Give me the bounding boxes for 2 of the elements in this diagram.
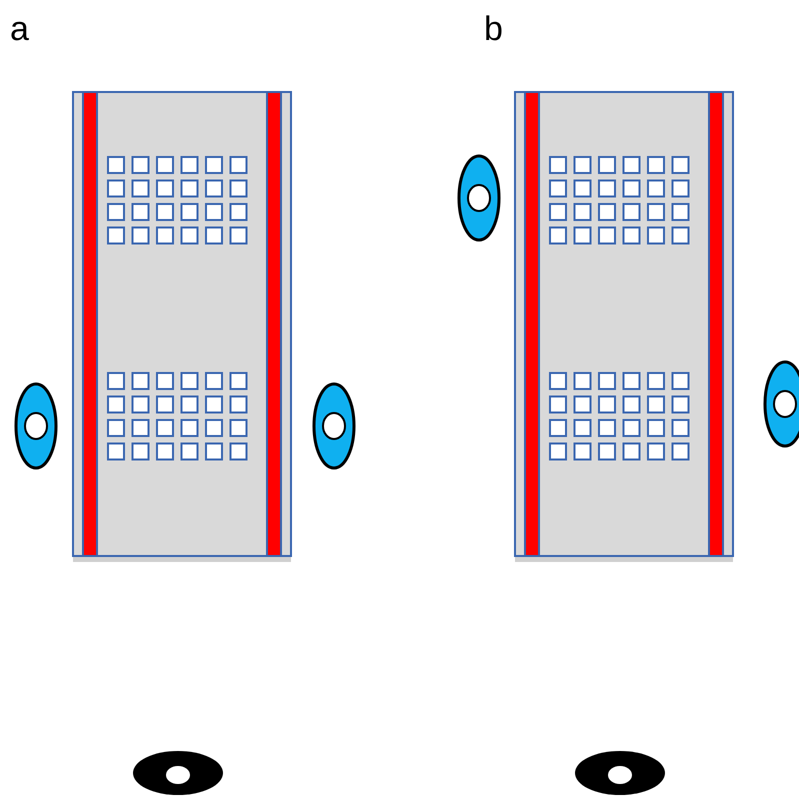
panel-label: a <box>10 12 29 46</box>
panel-label: b <box>484 12 503 46</box>
